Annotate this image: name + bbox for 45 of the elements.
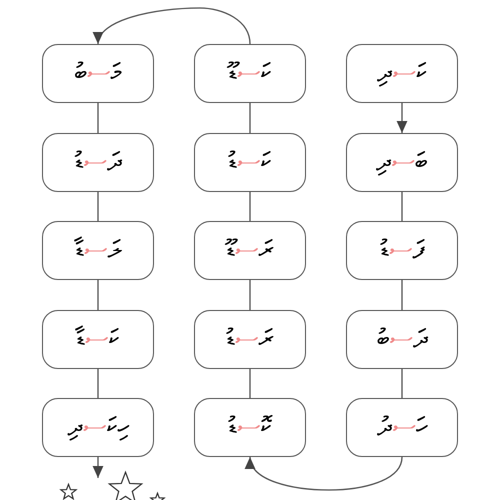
thaana-word: ކޮސޑު — [228, 411, 272, 444]
word-card — [346, 310, 458, 369]
arrow — [246, 456, 403, 491]
thaana-word: ކަސޑާ — [76, 323, 120, 356]
word-card — [42, 221, 154, 280]
connector-line — [401, 369, 403, 398]
thaana-word: ކަސޑޫ — [228, 57, 272, 90]
connector-line — [401, 280, 403, 310]
connector-line — [97, 192, 99, 221]
connector-line — [97, 280, 99, 310]
word-card — [194, 310, 306, 369]
thaana-word: ދަސޑު — [75, 146, 121, 179]
thaana-word: ރަސޑޫ — [226, 234, 274, 267]
word-card — [42, 398, 154, 457]
connector-line — [401, 192, 403, 221]
thaana-word: ކަސޑު — [228, 146, 272, 179]
word-card — [346, 133, 458, 192]
connector-line — [249, 192, 251, 221]
word-card — [194, 398, 306, 457]
word-card — [194, 221, 306, 280]
thaana-word: މަސބު — [74, 57, 122, 90]
word-card — [346, 398, 458, 457]
connector-line — [97, 103, 99, 133]
thaana-word: ލަސޑާ — [76, 234, 120, 267]
connector-line — [249, 369, 251, 398]
word-card — [346, 44, 458, 103]
arrow — [95, 7, 251, 44]
thaana-word: ބަސދި — [376, 146, 428, 179]
thaana-word: ރަސޑު — [226, 323, 274, 356]
thaana-word: ދަސބު — [377, 323, 427, 356]
connector-line — [249, 103, 251, 133]
thaana-word: ހަސދު — [377, 411, 427, 444]
thaana-word: ހިކަސދި — [68, 411, 128, 444]
word-card — [346, 221, 458, 280]
thaana-word: ކަސދި — [377, 57, 427, 90]
connector-line — [97, 369, 99, 398]
connector-line — [249, 280, 251, 310]
word-card — [194, 133, 306, 192]
arrow — [92, 457, 104, 478]
word-card — [42, 44, 154, 103]
word-card — [42, 133, 154, 192]
arrow — [396, 103, 408, 133]
word-card — [194, 44, 306, 103]
thaana-word: ފަސޑު — [380, 234, 424, 267]
word-card — [42, 310, 154, 369]
